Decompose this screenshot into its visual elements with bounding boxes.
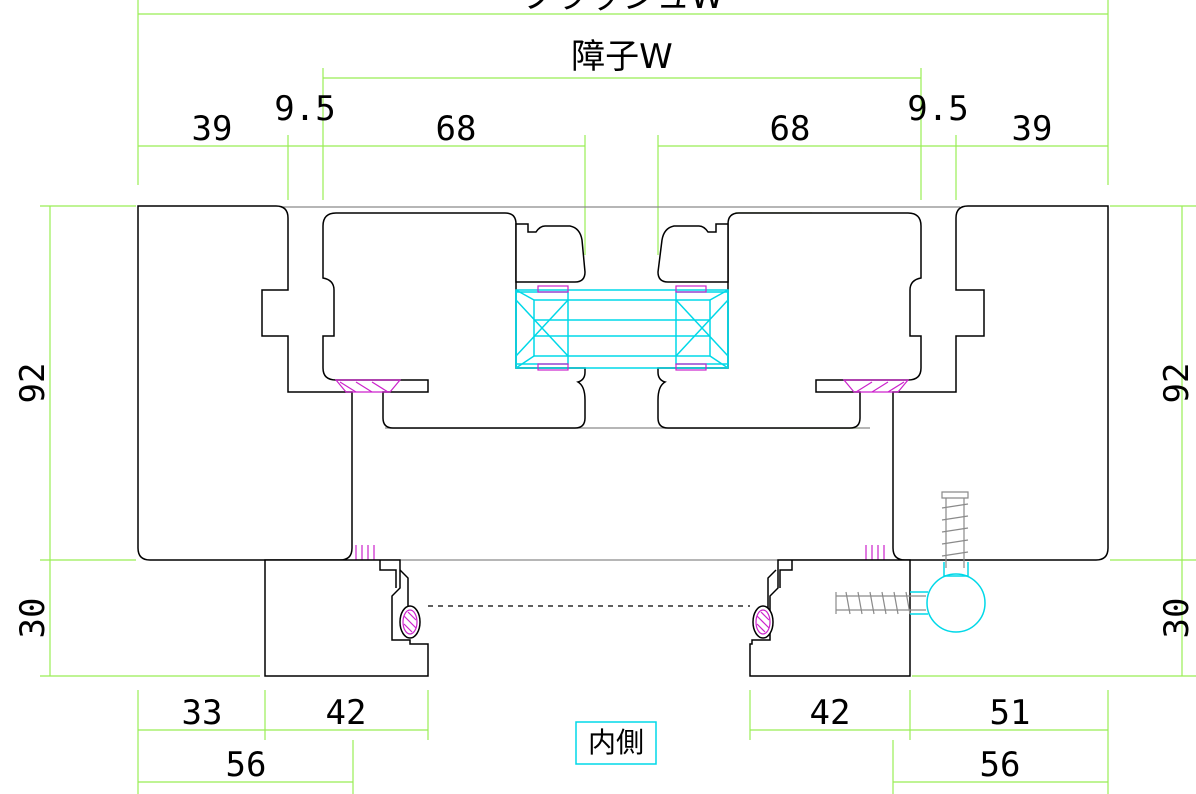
inside-label: 内側 (588, 726, 644, 759)
left-jamb (137, 205, 353, 561)
dim-left-30: 30 (13, 598, 53, 639)
left-sill-piece (264, 559, 429, 677)
dim-top-left-9-5: 9.5 (274, 89, 335, 129)
dim-top-left-39: 39 (192, 109, 233, 149)
dim-top-right-39: 39 (1012, 109, 1053, 149)
dim-top-right-68: 68 (770, 109, 811, 149)
dim-right-30: 30 (1157, 598, 1196, 639)
track-seals (399, 605, 774, 639)
dim-top-left-68: 68 (436, 109, 477, 149)
dim-top-right-9-5: 9.5 (907, 89, 968, 129)
right-sash-glazing-bead (657, 223, 729, 283)
right-sill-piece (749, 559, 911, 677)
dim-bottom-right-51: 51 (990, 693, 1031, 733)
dim-bottom-right-56: 56 (980, 745, 1021, 785)
right-sash (657, 212, 922, 429)
dim-right-92: 92 (1157, 363, 1196, 404)
glass-unit (515, 289, 729, 369)
glass-gaskets (537, 285, 707, 371)
lock-cylinder (910, 562, 986, 633)
right-jamb (892, 205, 1109, 561)
dim-bottom-left-42: 42 (326, 693, 367, 733)
hardware-screws (835, 491, 969, 615)
dim-bottom-left-33: 33 (182, 693, 223, 733)
frame-width-label: フラッシュW (520, 0, 724, 17)
shoji-width-label: 障子W (571, 37, 673, 77)
left-sash (322, 212, 586, 429)
dim-bottom-right-42: 42 (810, 693, 851, 733)
left-sash-glazing-bead (515, 223, 586, 283)
sash-gaskets (334, 379, 910, 560)
inside-label-box (575, 721, 657, 765)
dim-bottom-left-56: 56 (226, 745, 267, 785)
dim-left-92: 92 (13, 363, 53, 404)
